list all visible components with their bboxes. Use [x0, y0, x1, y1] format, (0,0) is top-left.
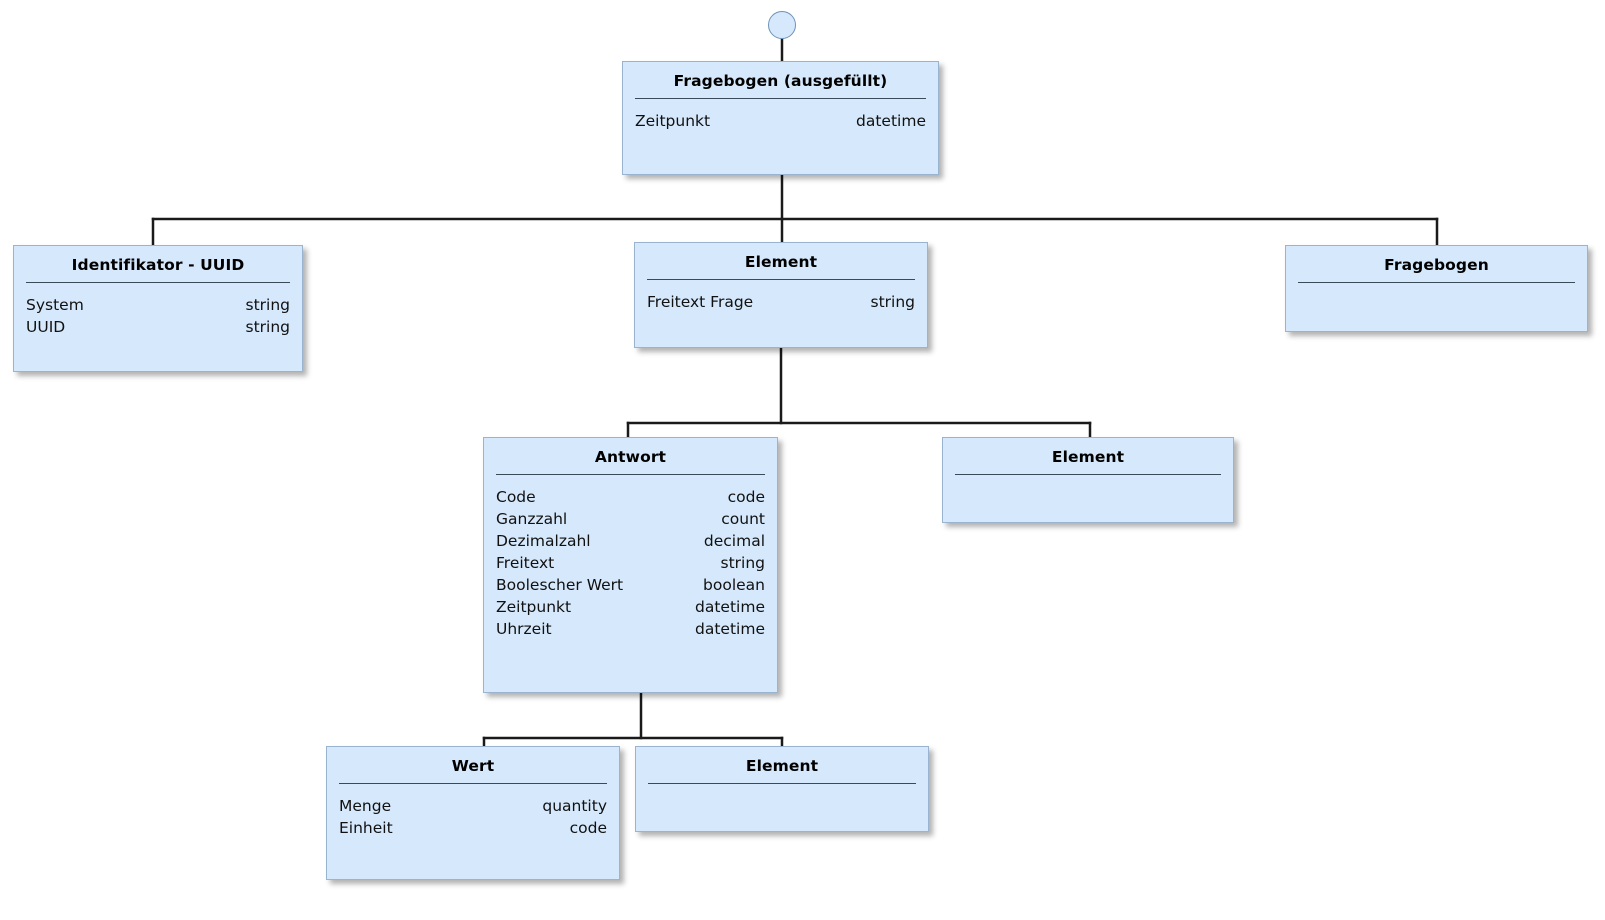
attribute-list: Freitext Frage string: [635, 280, 927, 323]
title-divider: [955, 474, 1221, 475]
attribute-row: Zeitpunkt datetime: [496, 596, 765, 618]
attribute-type: count: [721, 510, 765, 528]
attribute-row: Zeitpunkt datetime: [635, 110, 926, 132]
attribute-row: System string: [26, 294, 290, 316]
attribute-list: [636, 784, 928, 818]
attribute-row: Ganzzahl count: [496, 508, 765, 530]
class-title: Identifikator - UUID: [71, 256, 245, 274]
attribute-type: string: [245, 296, 291, 314]
attribute-name: Code: [496, 488, 536, 506]
class-title: Element: [1051, 448, 1125, 466]
attribute-row: UUID string: [26, 316, 290, 338]
attribute-name: Zeitpunkt: [496, 598, 572, 616]
attribute-name: UUID: [26, 318, 66, 336]
class-box-fragebogen-ausgefuellt[interactable]: Fragebogen (ausgefüllt) Zeitpunkt dateti…: [622, 61, 939, 175]
attribute-row: Boolescher Wert boolean: [496, 574, 765, 596]
attribute-name: Freitext Frage: [647, 293, 754, 311]
class-box-wert[interactable]: Wert Menge quantity Einheit code: [326, 746, 620, 880]
class-box-element-level1[interactable]: Element Freitext Frage string: [634, 242, 928, 348]
attribute-name: Uhrzeit: [496, 620, 552, 638]
attribute-type: boolean: [703, 576, 765, 594]
class-title: Fragebogen (ausgefüllt): [673, 72, 888, 90]
class-box-fragebogen[interactable]: Fragebogen: [1285, 245, 1588, 332]
title-divider: [496, 474, 765, 475]
attribute-row: Dezimalzahl decimal: [496, 530, 765, 552]
attribute-name: System: [26, 296, 84, 314]
attribute-row: Einheit code: [339, 817, 607, 839]
attribute-row: Freitext Frage string: [647, 291, 915, 313]
attribute-list: System string UUID string: [14, 283, 302, 348]
attribute-name: Einheit: [339, 819, 393, 837]
attribute-list: [1286, 283, 1587, 317]
attribute-name: Ganzzahl: [496, 510, 568, 528]
attribute-row: Menge quantity: [339, 795, 607, 817]
attribute-list: Menge quantity Einheit code: [327, 784, 619, 849]
attribute-type: quantity: [542, 797, 607, 815]
attribute-list: Code code Ganzzahl count Dezimalzahl dec…: [484, 475, 777, 650]
class-title: Element: [744, 253, 818, 271]
attribute-name: Boolescher Wert: [496, 576, 624, 594]
attribute-list: Zeitpunkt datetime: [623, 99, 938, 142]
class-box-identifikator-uuid[interactable]: Identifikator - UUID System string UUID …: [13, 245, 303, 372]
attribute-name: Menge: [339, 797, 392, 815]
attribute-row: Freitext string: [496, 552, 765, 574]
title-divider: [635, 98, 926, 99]
attribute-type: datetime: [695, 620, 765, 638]
attribute-name: Zeitpunkt: [635, 112, 711, 130]
class-box-element-level3[interactable]: Element: [635, 746, 929, 832]
class-title: Antwort: [594, 448, 667, 466]
attribute-type: code: [569, 819, 607, 837]
title-divider: [26, 282, 290, 283]
title-divider: [1298, 282, 1575, 283]
attribute-type: datetime: [856, 112, 926, 130]
attribute-type: string: [870, 293, 916, 311]
attribute-name: Dezimalzahl: [496, 532, 591, 550]
attribute-type: code: [727, 488, 765, 506]
attribute-type: string: [720, 554, 766, 572]
attribute-type: datetime: [695, 598, 765, 616]
title-divider: [339, 783, 607, 784]
start-node-circle: [768, 11, 796, 39]
class-box-antwort[interactable]: Antwort Code code Ganzzahl count Dezimal…: [483, 437, 778, 693]
class-box-element-level2[interactable]: Element: [942, 437, 1234, 523]
attribute-name: Freitext: [496, 554, 555, 572]
attribute-type: string: [245, 318, 291, 336]
class-title: Element: [745, 757, 819, 775]
attribute-row: Code code: [496, 486, 765, 508]
title-divider: [648, 783, 916, 784]
class-title: Wert: [451, 757, 495, 775]
title-divider: [647, 279, 915, 280]
attribute-row: Uhrzeit datetime: [496, 618, 765, 640]
class-title: Fragebogen: [1384, 256, 1489, 274]
attribute-type: decimal: [703, 532, 765, 550]
attribute-list: [943, 475, 1233, 509]
